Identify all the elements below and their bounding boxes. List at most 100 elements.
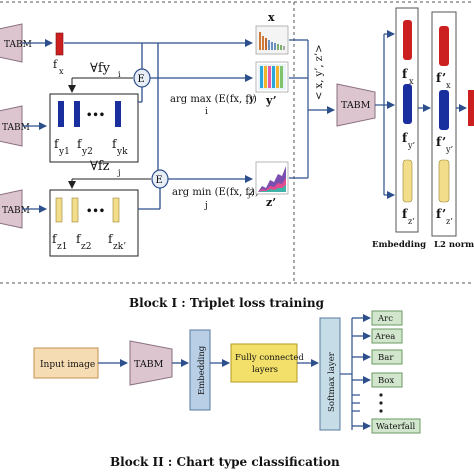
embedding-label: Embedding	[197, 345, 207, 395]
fz2-label: f	[76, 232, 82, 246]
argmin-tail: ))	[251, 187, 259, 198]
l2norm-fy-vector	[439, 90, 449, 130]
class-bar-box	[371, 349, 403, 365]
fy1-sub: y1	[58, 147, 70, 157]
output-block-partial	[468, 90, 474, 126]
energy-node-1-label: E	[138, 74, 145, 85]
l2norm-fy-label: f’	[436, 135, 446, 149]
embedding-fx-sub: x	[409, 77, 414, 86]
fzk-vector	[112, 197, 120, 223]
embedding-fz-sub: z’	[408, 217, 415, 226]
l2norm-fx-label: f’	[436, 71, 446, 85]
tabm-main-label: TABM	[341, 100, 371, 111]
fzk-label: f	[108, 232, 114, 246]
z-image-label: z’	[266, 196, 276, 209]
tabm-left-3-label: TABM	[2, 206, 30, 216]
embedding-fy-label: f	[402, 131, 408, 145]
tabm-left-3: TABM	[0, 189, 30, 229]
forall-fy-sub: i	[118, 70, 121, 79]
l2norm-fx-sub: x	[446, 81, 451, 90]
triplet-label: < x, y’, z’>	[314, 44, 325, 100]
input-image-box	[33, 347, 99, 379]
embedding-fz-label: f	[402, 207, 408, 221]
tabm-left-1: TABM	[0, 23, 32, 63]
fc-label-line1: Fully connected	[235, 353, 304, 363]
fy2-sub: y2	[81, 147, 93, 157]
class-waterfall-box	[371, 418, 421, 434]
input-image-label: Input image	[40, 360, 95, 370]
argmax-under: i	[205, 107, 208, 117]
softmax-label: Softmax layer	[327, 351, 337, 412]
fy-dots: •••	[86, 110, 105, 121]
y-image-label: y’	[265, 94, 277, 107]
embedding-fy-sub: y’	[407, 141, 415, 150]
fy2-label: f	[77, 137, 83, 151]
fz1-label: f	[52, 232, 58, 246]
tabm-main: TABM	[336, 83, 376, 127]
class-ellipsis-dot-3	[379, 409, 383, 413]
fx-label: f	[53, 58, 58, 71]
l2norm-caption: L2 norm	[434, 240, 474, 250]
argmin-sub: j	[247, 191, 250, 199]
l2norm-fz-label: f’	[436, 207, 446, 221]
fz1-vector	[55, 197, 63, 223]
x-chart-thumbnail	[255, 25, 289, 55]
fc-label-line2: layers	[252, 365, 278, 375]
fy1-vector	[58, 101, 64, 127]
class-area-box	[371, 328, 403, 344]
argmax-tail: ))	[249, 94, 257, 105]
tabm-block2-label: TABM	[134, 359, 164, 370]
fyk-sub: yk	[116, 147, 128, 157]
embedding-box	[189, 329, 211, 411]
energy-node-2: E	[151, 169, 169, 189]
argmax-text: arg max (E(fx, fy	[170, 94, 255, 105]
fy1-label: f	[54, 137, 60, 151]
class-area-label: Area	[374, 332, 395, 342]
energy-node-1: E	[133, 68, 151, 88]
fy2-vector	[74, 101, 80, 127]
class-waterfall-label: Waterfall	[376, 422, 416, 432]
tabm-block2: TABM	[129, 340, 173, 386]
l2norm-fz-vector	[438, 159, 450, 203]
block2-title: Block II : Chart type classification	[110, 455, 340, 469]
argmin-under: j	[204, 201, 208, 211]
x-image-label: x	[268, 11, 275, 24]
fz-box	[49, 189, 139, 257]
fx-label-sub: x	[59, 67, 64, 76]
embedding-fy-vector	[403, 84, 412, 124]
class-arc-label: Arc	[377, 314, 393, 324]
tabm-left-1-label: TABM	[4, 40, 32, 50]
y-chart-thumbnail	[255, 61, 289, 93]
fx-vector	[55, 32, 64, 56]
fy-box	[49, 93, 139, 163]
energy-node-2-label: E	[156, 175, 163, 186]
fzk-sub: zk’	[113, 242, 126, 252]
embedding-fx-label: f	[402, 67, 408, 81]
l2norm-fy-sub: y’	[445, 145, 453, 154]
embedding-fx-vector	[403, 20, 412, 60]
fz-dots: •••	[86, 206, 105, 217]
fz1-sub: z1	[57, 242, 67, 252]
block1-frame	[0, 1, 473, 284]
embedding-fz-vector	[402, 159, 413, 203]
class-bar-label: Bar	[378, 353, 394, 363]
l2norm-fx-vector	[439, 26, 449, 66]
forall-fz-sub: j	[117, 168, 120, 177]
argmin-text: arg min (E(fx, fz	[172, 187, 254, 198]
fyk-vector	[115, 101, 121, 127]
fully-connected-box	[230, 343, 298, 383]
z-chart-thumbnail	[255, 161, 289, 195]
l2norm-fz-sub: z’	[446, 217, 453, 226]
class-box-box	[371, 372, 403, 388]
tabm-left-2-label: TABM	[2, 123, 30, 133]
block1-title: Block I : Triplet loss training	[129, 296, 325, 310]
fz2-vector	[71, 197, 79, 223]
argmax-sub: i	[246, 98, 249, 106]
class-box-label: Box	[378, 376, 394, 386]
forall-fz: ∀fz	[90, 159, 110, 174]
fz2-sub: z2	[81, 242, 91, 252]
embedding-caption: Embedding	[372, 240, 426, 250]
class-arc-box	[371, 310, 403, 326]
